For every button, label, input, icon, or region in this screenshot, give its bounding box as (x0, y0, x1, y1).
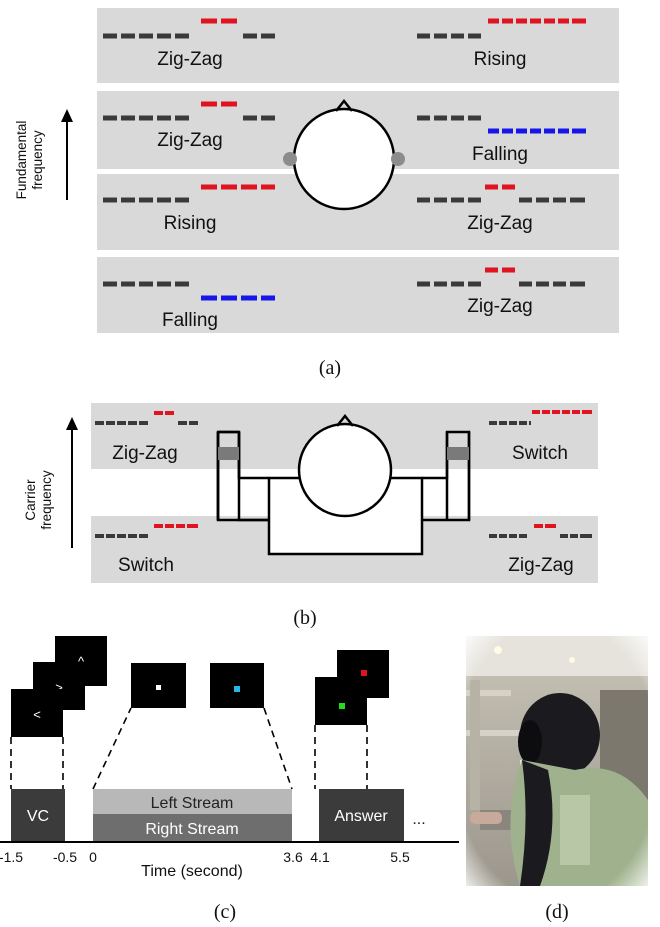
label-a1-right: Rising (474, 49, 527, 70)
label-b1-left: Zig-Zag (112, 443, 177, 464)
panel-a: Zig-Zag Rising Zig-Zag Falling Rising Zi… (14, 8, 619, 379)
right-ear-icon (391, 152, 405, 166)
panel-b: Zig-Zag Switch Switch Zig-Zag Carrier (23, 403, 598, 629)
label-a3-left: Rising (164, 213, 217, 234)
tone-pattern-a2-right (417, 115, 586, 134)
tone-pattern-a3-left (103, 184, 275, 203)
cue-screens: ^ > < (11, 636, 107, 737)
answer-screen-front (315, 677, 367, 725)
left-ear-icon (283, 152, 297, 166)
right-stream-box (93, 814, 292, 841)
label-a1-left: Zig-Zag (157, 49, 222, 70)
axis-arrow-a (61, 109, 73, 200)
tick-label-neg0-5: -0.5 (53, 849, 77, 865)
answer-dot-green (339, 703, 345, 709)
vc-box (11, 789, 65, 841)
tick-label-4-1: 4.1 (310, 849, 330, 865)
tick-label-3-6: 3.6 (283, 849, 303, 865)
cue-symbol-up: ^ (78, 654, 85, 669)
tone-pattern-b2-right (489, 524, 592, 538)
label-b2-right: Zig-Zag (508, 555, 573, 576)
tone-pattern-a4-right (417, 267, 585, 287)
caption-d: (d) (545, 901, 568, 923)
label-b1-right: Switch (512, 443, 568, 464)
tone-patterns-a (103, 18, 586, 301)
time-axis-label: Time (second) (141, 863, 243, 880)
tone-pattern-a1-left (103, 18, 275, 39)
vc-label: VC (27, 808, 49, 825)
tone-pattern-a2-left (103, 101, 275, 121)
fixation-screen-cyan (210, 663, 264, 708)
tick-label-neg1-5: -1.5 (0, 849, 23, 865)
dashed-connectors (10, 707, 368, 790)
fixation-dot-white (156, 685, 161, 690)
caption-b: (b) (293, 607, 316, 629)
axis-label-a-line2: frequency (30, 130, 45, 190)
head-icon-b (297, 413, 393, 518)
axis-arrow-b (66, 417, 78, 548)
label-a3-right: Zig-Zag (467, 213, 532, 234)
label-b2-left: Switch (118, 555, 174, 576)
caption-a: (a) (319, 357, 341, 379)
axis-label-b-line2: frequency (39, 470, 54, 530)
axis-label-b-line1: Carrier (23, 479, 38, 521)
panel-c: ^ > < VC Left Stream Right (0, 636, 459, 923)
tick-label-0: 0 (89, 849, 97, 865)
tick-label-5-5: 5.5 (390, 849, 410, 865)
fixation-dot-cyan (234, 686, 240, 692)
tone-pattern-a3-right (417, 184, 585, 203)
cue-symbol-right: > (55, 680, 63, 695)
answer-dot-red (361, 670, 367, 676)
tone-pattern-b2-left (95, 524, 198, 538)
axis-label-a-line1: Fundamental (14, 121, 29, 200)
tone-pattern-b1-left (95, 411, 198, 425)
tone-pattern-b1-right (489, 410, 592, 425)
label-a4-left: Falling (162, 310, 218, 331)
label-a2-left: Zig-Zag (157, 130, 222, 151)
right-earpiece-icon (447, 447, 469, 460)
answer-box (319, 789, 404, 841)
ellipsis: ... (412, 811, 425, 828)
caption-c: (c) (214, 901, 236, 923)
answer-label: Answer (334, 808, 388, 825)
tone-pattern-a1-right (417, 18, 586, 39)
left-stream-box (93, 789, 292, 814)
right-stream-label: Right Stream (145, 821, 238, 838)
band-a4 (97, 257, 619, 333)
left-stream-label: Left Stream (151, 795, 234, 812)
left-earpiece-icon (218, 447, 239, 460)
head-icon-a (283, 98, 405, 211)
label-a4-right: Zig-Zag (467, 296, 532, 317)
cue-symbol-left: < (33, 707, 41, 722)
label-a2-right: Falling (472, 144, 528, 165)
cue-screen-front (11, 689, 63, 737)
tone-patterns-b (95, 410, 592, 538)
participant-photo (466, 636, 648, 886)
tone-pattern-a4-left (103, 281, 275, 301)
